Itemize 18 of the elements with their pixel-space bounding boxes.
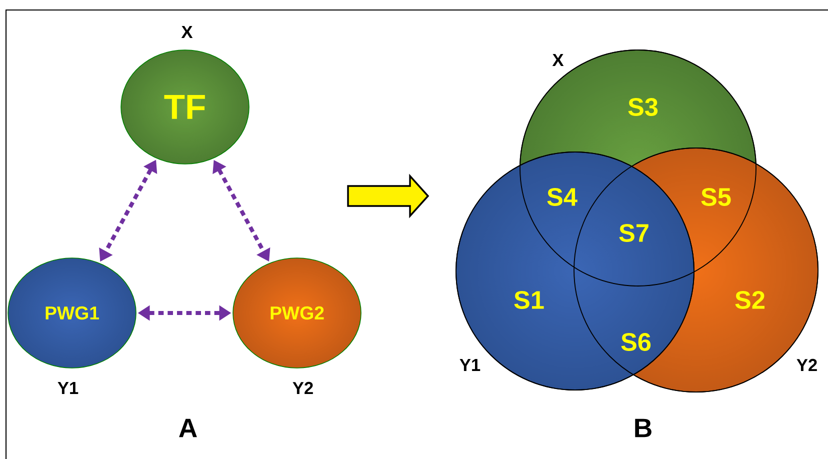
region-label: S4 xyxy=(547,188,578,206)
set-label: X xyxy=(552,54,564,66)
region-label: S6 xyxy=(621,333,651,351)
node-label: S3 xyxy=(628,98,658,116)
region-label: S7 xyxy=(619,224,648,242)
set-label: Y1 xyxy=(460,359,480,371)
set-label: Y1 xyxy=(58,382,78,394)
ellipse-node: PWG2 xyxy=(232,258,362,368)
ellipse-node: TF xyxy=(120,50,250,164)
panel-label: A xyxy=(179,418,197,438)
set-label: Y2 xyxy=(796,358,817,372)
node-label: S2 xyxy=(735,291,764,309)
region-label: S5 xyxy=(701,188,731,206)
set-label: X xyxy=(181,26,193,38)
node-label: S1 xyxy=(514,291,544,309)
panel-label: B xyxy=(635,418,652,438)
set-label: Y2 xyxy=(292,382,313,394)
ellipse-node: PWG1 xyxy=(8,258,136,368)
